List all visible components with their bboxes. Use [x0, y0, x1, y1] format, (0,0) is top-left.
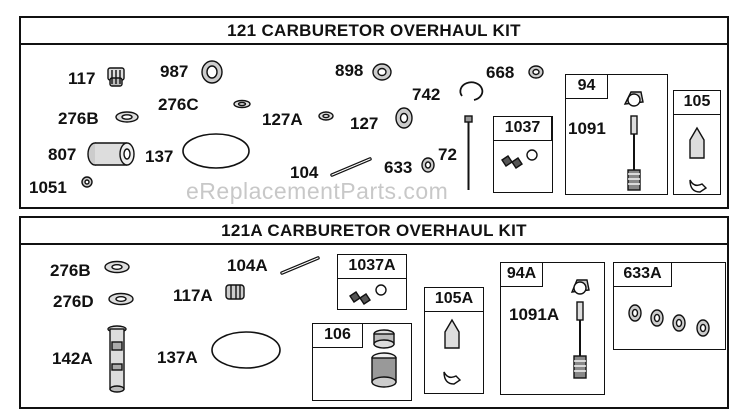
part-105a-needle-icon: [443, 318, 462, 385]
label-807: 807: [48, 145, 77, 164]
part-1037a-spring-icon: [349, 284, 387, 305]
part-633-washer-icon: [421, 157, 435, 173]
label-987: 987: [160, 62, 189, 81]
box-633a-label: 633A: [614, 263, 672, 287]
label-137a: 137A: [157, 348, 198, 367]
box-105-label: 105: [674, 91, 720, 115]
kit-121a-title: 121A CARBURETOR OVERHAUL KIT: [21, 218, 727, 245]
part-137-gasket-icon: [182, 133, 250, 169]
part-276d-washer-icon: [108, 292, 134, 306]
label-742: 742: [412, 85, 441, 104]
kit-121a-panel: 121A CARBURETOR OVERHAUL KIT: [19, 216, 729, 409]
label-104a: 104A: [227, 256, 268, 275]
part-742-clip-icon: [459, 81, 484, 101]
part-633a-washers-icon: [628, 304, 710, 337]
box-1037a-label: 1037A: [338, 255, 406, 279]
part-1051-washer-icon: [81, 176, 93, 188]
label-668: 668: [486, 63, 515, 82]
label-1091: 1091: [568, 119, 606, 138]
part-127-seal-icon: [395, 107, 413, 129]
label-137: 137: [145, 147, 174, 166]
label-72: 72: [438, 145, 457, 164]
label-276b-bottom: 276B: [50, 261, 91, 280]
label-1091a: 1091A: [509, 305, 560, 324]
part-94-needle-icon: [623, 91, 644, 191]
label-276b: 276B: [58, 109, 99, 128]
part-72-screw-icon: [464, 115, 473, 190]
box-105a-label: 105A: [425, 288, 483, 312]
box-1037a: 1037A: [337, 254, 407, 310]
part-117-plug-icon: [107, 67, 125, 87]
part-137a-gasket-icon: [211, 331, 281, 369]
part-104-pin-icon: [330, 157, 372, 177]
label-633: 633: [384, 158, 413, 177]
part-276b-bottom-washer-icon: [104, 260, 130, 274]
part-94a-needle-icon: [570, 279, 590, 379]
part-104a-pin-icon: [280, 256, 320, 275]
part-127a-washer-icon: [318, 111, 334, 121]
label-127a: 127A: [262, 110, 303, 129]
label-104: 104: [290, 163, 319, 182]
part-117a-plug-icon: [225, 284, 245, 300]
box-94-label: 94: [566, 75, 608, 99]
label-276d: 276D: [53, 292, 94, 311]
label-117: 117: [68, 69, 96, 88]
kit-121-title: 121 CARBURETOR OVERHAUL KIT: [21, 18, 727, 45]
box-1037: 1037: [493, 116, 553, 193]
part-1037-spring-icon: [501, 149, 538, 169]
label-276c: 276C: [158, 95, 199, 114]
part-807-tube-icon: [87, 142, 135, 166]
part-987-seal-icon: [201, 60, 223, 84]
part-106-jet-icon: [371, 329, 397, 388]
box-94: 94: [565, 74, 668, 195]
part-898-washer-icon: [372, 63, 392, 81]
label-1051: 1051: [29, 178, 67, 197]
part-276b-washer-icon: [115, 111, 139, 123]
box-1037-label: 1037: [494, 117, 552, 141]
box-94a-label: 94A: [501, 263, 543, 287]
part-668-ring-icon: [528, 65, 544, 79]
label-117a: 117A: [173, 286, 213, 305]
label-142a: 142A: [52, 349, 93, 368]
box-106-label: 106: [313, 324, 363, 348]
part-105-needle-icon: [689, 126, 708, 193]
part-276c-washer-icon: [233, 99, 251, 109]
label-127: 127: [350, 114, 379, 133]
label-898: 898: [335, 61, 364, 80]
part-142a-shaft-icon: [107, 325, 127, 393]
